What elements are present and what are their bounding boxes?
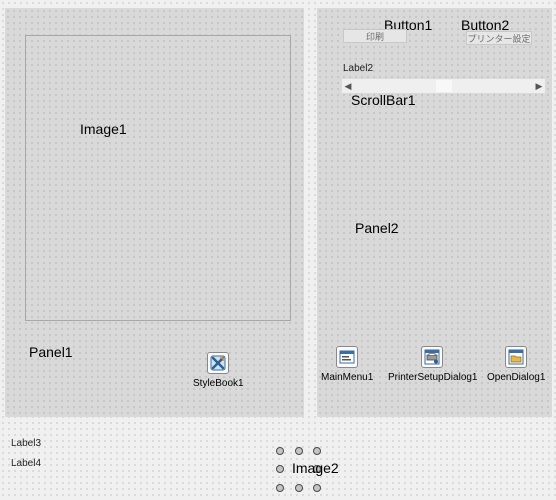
- image2-handle-top-right[interactable]: [313, 447, 321, 455]
- main-menu-icon[interactable]: [336, 346, 358, 368]
- stylebook-icon[interactable]: [207, 352, 229, 374]
- label2: Label2: [343, 63, 374, 74]
- panel2[interactable]: Button1 Button2 印刷 プリンター設定 Label2 ◀ ▶ Sc…: [317, 8, 552, 417]
- image2-caption: Image2: [292, 460, 339, 476]
- panel1-caption: Panel1: [29, 344, 73, 360]
- open-dialog-icon[interactable]: [505, 346, 527, 368]
- stylebook-label: StyleBook1: [193, 378, 244, 389]
- panel1[interactable]: Image1 Panel1 StyleBook1: [5, 8, 304, 417]
- printer-setup-dialog-label: PrinterSetupDialog1: [388, 372, 478, 383]
- image2-handle-top[interactable]: [295, 447, 303, 455]
- image2-handle-bottom[interactable]: [295, 484, 303, 492]
- image2-handle-bottom-left[interactable]: [276, 484, 284, 492]
- print-button[interactable]: 印刷: [343, 29, 407, 43]
- scroll-thumb[interactable]: [435, 80, 452, 92]
- scrollbar1[interactable]: ◀ ▶: [341, 78, 546, 94]
- image2-handle-left[interactable]: [276, 465, 284, 473]
- panel2-caption: Panel2: [355, 220, 399, 236]
- scrollbar1-caption: ScrollBar1: [351, 92, 416, 108]
- scroll-right-arrow-icon[interactable]: ▶: [535, 81, 543, 91]
- button2-caption: Button2: [461, 17, 510, 33]
- open-dialog-label: OpenDialog1: [487, 372, 546, 383]
- main-menu-label: MainMenu1: [321, 372, 374, 383]
- image1-frame[interactable]: [25, 35, 291, 321]
- image2-handle-top-left[interactable]: [276, 447, 284, 455]
- image2-handle-right[interactable]: [313, 465, 321, 473]
- image2-handle-bottom-right[interactable]: [313, 484, 321, 492]
- printer-setup-dialog-icon[interactable]: [421, 346, 443, 368]
- scroll-left-arrow-icon[interactable]: ◀: [344, 81, 352, 91]
- image1-caption: Image1: [80, 121, 127, 137]
- label4: Label4: [11, 458, 42, 469]
- label3: Label3: [11, 438, 42, 449]
- printer-setup-button[interactable]: プリンター設定: [466, 31, 532, 45]
